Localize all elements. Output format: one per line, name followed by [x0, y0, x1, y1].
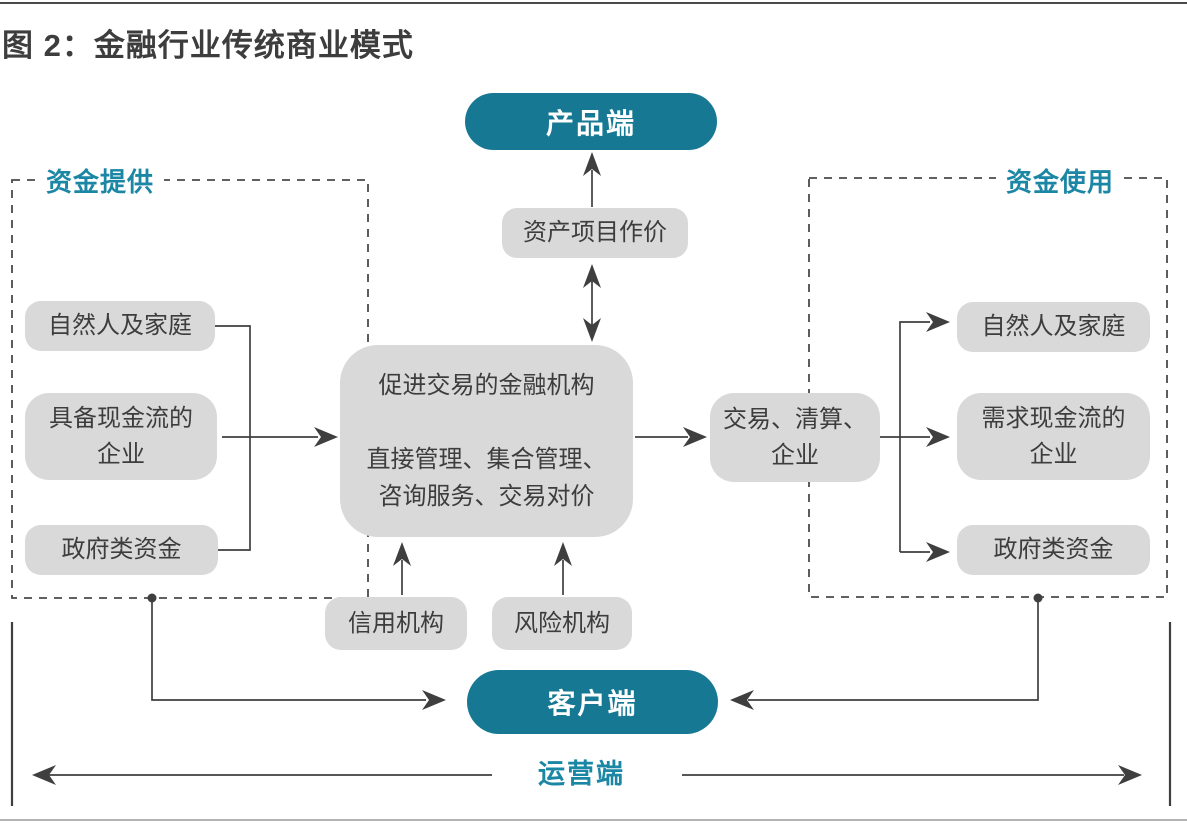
connector-lines	[10, 170, 1172, 806]
asset-pricing-node: 资产项目作价	[502, 208, 688, 258]
services-line-2: 咨询服务、交易对价	[378, 483, 595, 510]
arrowheads	[32, 152, 1142, 785]
figure-title: 图 2：金融行业传统商业模式	[2, 28, 414, 63]
top-divider	[0, 2, 1187, 4]
bottom-divider	[0, 819, 1187, 821]
client-node: 客户端	[467, 670, 718, 734]
supply-government-funds-node: 政府类资金	[25, 525, 218, 575]
product-node: 产品端	[465, 93, 717, 150]
funds-supply-label: 资金提供	[36, 162, 165, 199]
use-government-funds-node: 政府类资金	[957, 525, 1150, 575]
funds-supply-dashed-frame	[11, 179, 369, 599]
use-cashflow-enterprise-node: 需求现金流的企业	[957, 393, 1150, 480]
supply-individuals-node: 自然人及家庭	[25, 301, 215, 351]
institution-line: 促进交易的金融机构	[378, 372, 595, 399]
risk-agency-node: 风险机构	[492, 597, 632, 650]
institution-spacer	[340, 404, 633, 441]
funds-use-label: 资金使用	[996, 162, 1125, 199]
supply-cashflow-enterprise-node: 具备现金流的企业	[25, 393, 217, 480]
operations-label: 运营端	[524, 752, 639, 791]
financial-institution-node: 促进交易的金融机构 直接管理、集合管理、 咨询服务、交易对价	[340, 345, 633, 537]
credit-agency-node: 信用机构	[325, 597, 467, 650]
use-individuals-node: 自然人及家庭	[957, 302, 1150, 352]
services-line-1: 直接管理、集合管理、	[366, 446, 607, 473]
clearing-node: 交易、清算、企业	[710, 393, 880, 482]
